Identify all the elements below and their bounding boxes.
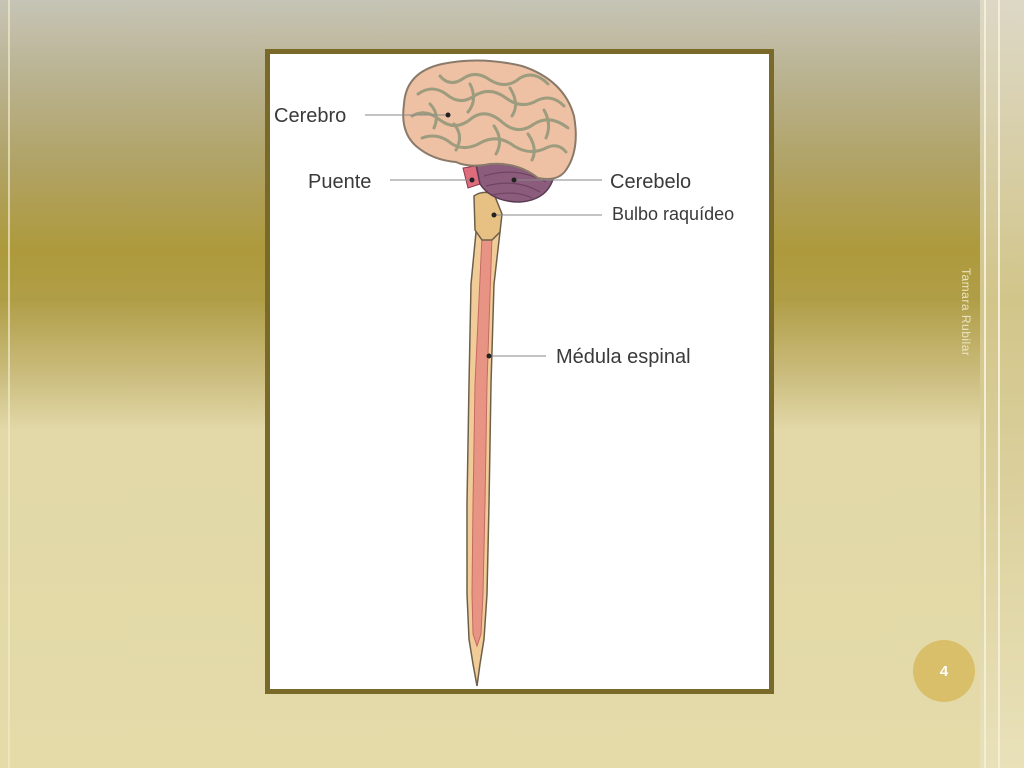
medula-marker [486,353,492,359]
author-name: Tamara Rubilar [959,268,973,357]
right-border-line [998,0,1000,768]
nervous-system-diagram: Cerebro Puente Cerebelo Bulbo raquídeo M… [274,59,734,687]
label-bulbo-raquideo: Bulbo raquídeo [612,204,734,224]
label-cerebro: Cerebro [274,105,346,127]
label-medula-espinal: Médula espinal [556,346,691,368]
page-number: 4 [939,662,949,680]
cerebro-marker [445,112,451,118]
label-puente: Puente [308,171,371,193]
label-cerebelo: Cerebelo [610,171,691,193]
brain [402,59,577,180]
bulbo-marker [491,212,497,218]
diagram-frame: Cerebro Puente Cerebelo Bulbo raquídeo M… [265,49,774,694]
page-number-badge: 4 [913,640,975,702]
spinal-cord-inner [471,235,493,648]
cerebelo-marker [511,177,517,183]
medulla-oblongata [473,191,503,241]
puente-marker [469,177,475,183]
right-decorative-panel [980,0,1024,768]
right-border-line [984,0,986,768]
slide-left-border [8,0,10,768]
